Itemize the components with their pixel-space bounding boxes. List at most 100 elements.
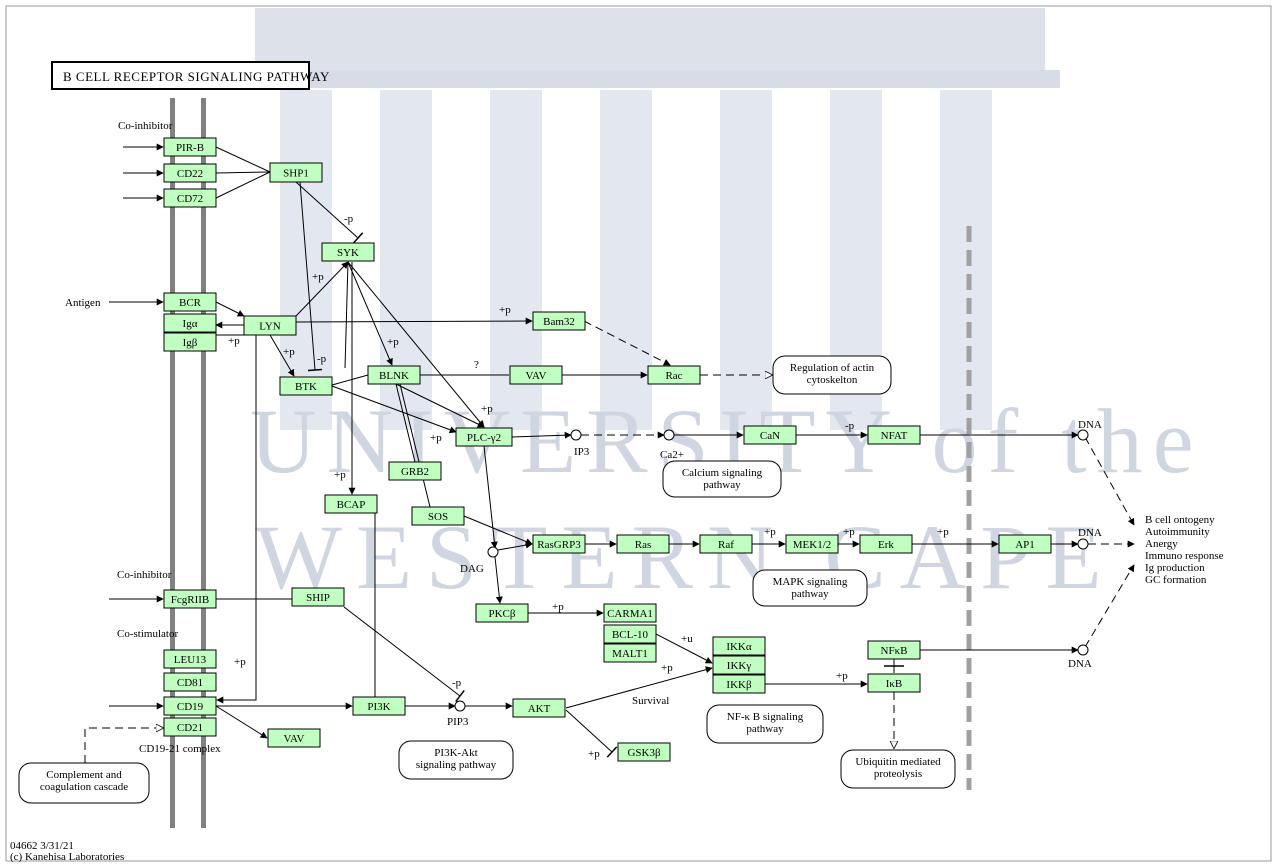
modification-label: +p <box>552 601 564 613</box>
gene-label: IκB <box>886 678 903 690</box>
gene-bcr[interactable]: BCR <box>164 293 216 311</box>
gene-lyn[interactable]: LYN <box>244 316 296 335</box>
gene-shp1[interactable]: SHP1 <box>270 163 322 182</box>
gene-akt[interactable]: AKT <box>513 699 565 717</box>
label-cd1921: CD19-21 complex <box>139 743 221 755</box>
gene-ikky[interactable]: IKKγ <box>713 656 765 674</box>
outcome-label: GC formation <box>1145 574 1207 586</box>
edge <box>566 710 612 752</box>
gene-iga[interactable]: Igα <box>164 314 216 332</box>
label-coinhibitor1: Co-inhibitor <box>118 120 173 132</box>
gene-erk[interactable]: Erk <box>860 535 912 553</box>
gene-cd22[interactable]: CD22 <box>164 164 216 182</box>
gene-label: CaN <box>760 430 780 442</box>
gene-btk[interactable]: BTK <box>280 377 332 395</box>
gene-blnk[interactable]: BLNK <box>368 366 420 384</box>
compound-ip3[interactable] <box>571 430 581 440</box>
compound-ca[interactable] <box>664 430 674 440</box>
gene-sos[interactable]: SOS <box>412 507 464 525</box>
gene-cd19[interactable]: CD19 <box>164 697 216 715</box>
modification-label: +p <box>481 403 493 415</box>
outcome-label: Anergy <box>1145 538 1178 550</box>
gene-label: GRB2 <box>401 466 429 478</box>
edge <box>216 172 270 198</box>
gene-label: MEK1/2 <box>793 539 832 551</box>
gene-syk[interactable]: SYK <box>322 243 374 261</box>
gene-carma1[interactable]: CARMA1 <box>604 604 656 622</box>
gene-vav1[interactable]: VAV <box>510 366 562 384</box>
gene-pirb[interactable]: PIR-B <box>164 138 216 156</box>
gene-label: Erk <box>878 539 894 551</box>
gene-label: FcgRIIB <box>171 594 210 606</box>
gene-label: SHIP <box>306 592 330 604</box>
gene-leu13[interactable]: LEU13 <box>164 650 216 668</box>
gene-mek[interactable]: MEK1/2 <box>786 535 838 553</box>
edge <box>344 607 460 696</box>
outcome-label: Ig production <box>1145 562 1205 574</box>
gene-ikkb[interactable]: IKKβ <box>713 675 765 693</box>
gene-raf[interactable]: Raf <box>700 535 752 553</box>
gene-gsk3b[interactable]: GSK3β <box>618 743 670 761</box>
gene-bam32[interactable]: Bam32 <box>533 312 585 330</box>
map-ubiq[interactable]: Ubiquitin mediatedproteolysis <box>841 750 955 788</box>
gene-fcgriib[interactable]: FcgRIIB <box>164 590 216 608</box>
gene-rasgrp3[interactable]: RasGRP3 <box>533 535 585 553</box>
gene-grb2[interactable]: GRB2 <box>389 462 441 480</box>
modification-label: -p <box>317 353 327 365</box>
gene-nfkb[interactable]: NFκB <box>868 641 920 659</box>
gene-ras[interactable]: Ras <box>617 535 669 553</box>
gene-label: RasGRP3 <box>537 539 581 551</box>
gene-label: SYK <box>337 247 359 259</box>
gene-plcg2[interactable]: PLC-γ2 <box>456 428 512 446</box>
gene-label: VAV <box>526 370 547 382</box>
gene-cd21[interactable]: CD21 <box>164 718 216 736</box>
gene-malt1[interactable]: MALT1 <box>604 644 656 662</box>
gene-label: BTK <box>295 381 317 393</box>
gene-bcap[interactable]: BCAP <box>325 495 377 513</box>
gene-bcl10[interactable]: BCL-10 <box>604 625 656 643</box>
gene-ship[interactable]: SHIP <box>292 588 344 606</box>
gene-label: PI3K <box>367 701 390 713</box>
gene-rac[interactable]: Rac <box>648 366 700 384</box>
map-label: Regulation of actin <box>790 362 875 374</box>
gene-cd72[interactable]: CD72 <box>164 189 216 207</box>
map-label: pathway <box>746 723 784 735</box>
gene-nfat[interactable]: NFAT <box>868 426 920 444</box>
gene-label: CARMA1 <box>607 608 653 620</box>
modification-label: +p <box>234 656 246 668</box>
page-title: B CELL RECEPTOR SIGNALING PATHWAY <box>63 69 330 84</box>
compound-pip3[interactable] <box>455 701 465 711</box>
gene-ikka[interactable]: IKKα <box>713 637 765 655</box>
gene-label: Igα <box>183 318 198 330</box>
gene-ap1[interactable]: AP1 <box>999 535 1051 553</box>
gene-can[interactable]: CaN <box>744 426 796 444</box>
modification-label: +p <box>387 336 399 348</box>
gene-label: SHP1 <box>283 168 309 180</box>
watermark-column <box>940 90 992 430</box>
gene-label: LYN <box>259 321 281 333</box>
modification-label: +p <box>588 748 600 760</box>
gene-label: NFκB <box>881 645 908 657</box>
watermark-line-2: WESTERN CAPE <box>255 506 1116 608</box>
gene-label: Igβ <box>183 337 198 349</box>
gene-pi3k[interactable]: PI3K <box>353 697 405 715</box>
modification-label: -p <box>452 677 462 689</box>
gene-cd81[interactable]: CD81 <box>164 673 216 691</box>
gene-pkcb[interactable]: PKCβ <box>476 604 528 622</box>
label-antigen: Antigen <box>65 297 101 309</box>
gene-label: PIR-B <box>176 142 204 154</box>
compound-dag[interactable] <box>488 547 498 557</box>
gene-label: BCR <box>179 297 202 309</box>
map-label: coagulation cascade <box>40 781 128 793</box>
edge <box>332 375 368 385</box>
gene-igb[interactable]: Igβ <box>164 333 216 351</box>
gene-ikb[interactable]: IκB <box>868 674 920 692</box>
gene-vav2[interactable]: VAV <box>268 729 320 747</box>
